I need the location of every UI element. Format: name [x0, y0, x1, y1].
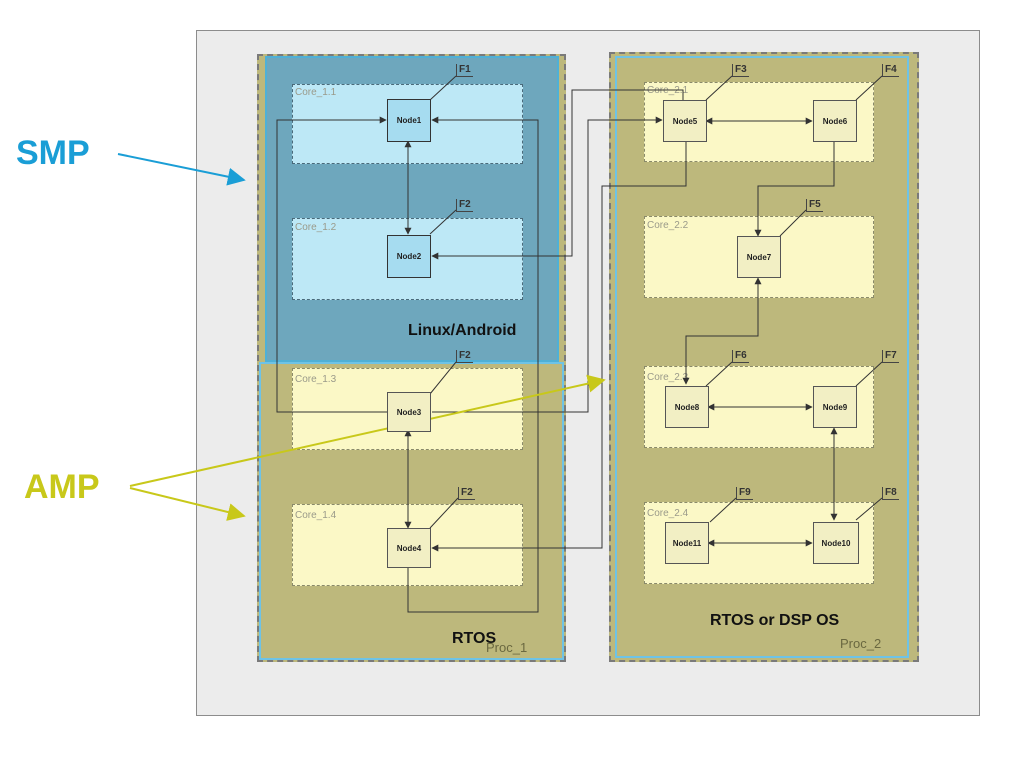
core-label: Core_1.1: [295, 87, 337, 98]
node-3: Node3: [387, 392, 431, 432]
amp-label: AMP: [24, 468, 100, 506]
node-9: Node9: [813, 386, 857, 428]
proc1-label: Proc_1: [486, 640, 528, 655]
function-label: F1: [456, 64, 473, 77]
node-1: Node1: [387, 99, 431, 142]
link-node6-node7: [754, 142, 835, 237]
function-label: F7: [882, 350, 899, 363]
link-node4-node1: [407, 116, 539, 613]
smp-label: SMP: [16, 134, 90, 172]
node-2: Node2: [387, 235, 431, 278]
core-label: Core_2.2: [647, 220, 689, 231]
link-node7-node8: [682, 277, 762, 385]
rtos-label: RTOS: [452, 630, 497, 647]
function-label: F2: [456, 350, 473, 363]
node-7: Node7: [737, 236, 781, 278]
proc2-label: Proc_2: [840, 636, 882, 651]
rtos-dsp-label: RTOS or DSP OS: [710, 612, 840, 629]
function-label: F3: [732, 64, 749, 77]
rtos-zone: [259, 362, 564, 660]
amp-arrow-lower: [129, 487, 246, 521]
linux-android-label: Linux/Android: [408, 322, 517, 339]
rtos-dsp-zone: [615, 56, 909, 658]
node-8: Node8: [665, 386, 709, 428]
core-label: Core_1.3: [295, 374, 337, 385]
link-node5-node4: [431, 140, 687, 552]
amp-arrow-upper: [129, 374, 606, 487]
function-label: F2: [456, 199, 473, 212]
function-label: F6: [732, 350, 749, 363]
core-label: Core_2.3: [647, 372, 689, 383]
core-label: Core_1.4: [295, 510, 337, 521]
function-label: F8: [882, 487, 899, 500]
node-10: Node10: [813, 522, 859, 564]
link-node5-node2: [431, 89, 684, 260]
node-4: Node4: [387, 528, 431, 568]
link-node3-node1: [276, 116, 387, 413]
link-node3-node5: [432, 116, 663, 413]
function-label: F4: [882, 64, 899, 77]
smp-arrow: [117, 153, 246, 186]
core-label: Core_1.2: [295, 222, 337, 233]
node-6: Node6: [813, 100, 857, 142]
function-label: F5: [806, 199, 823, 212]
node-11: Node11: [665, 522, 709, 564]
node-5: Node5: [663, 100, 707, 142]
core-label: Core_2.4: [647, 508, 689, 519]
function-label: F9: [736, 487, 753, 500]
function-label: F2: [458, 487, 475, 500]
